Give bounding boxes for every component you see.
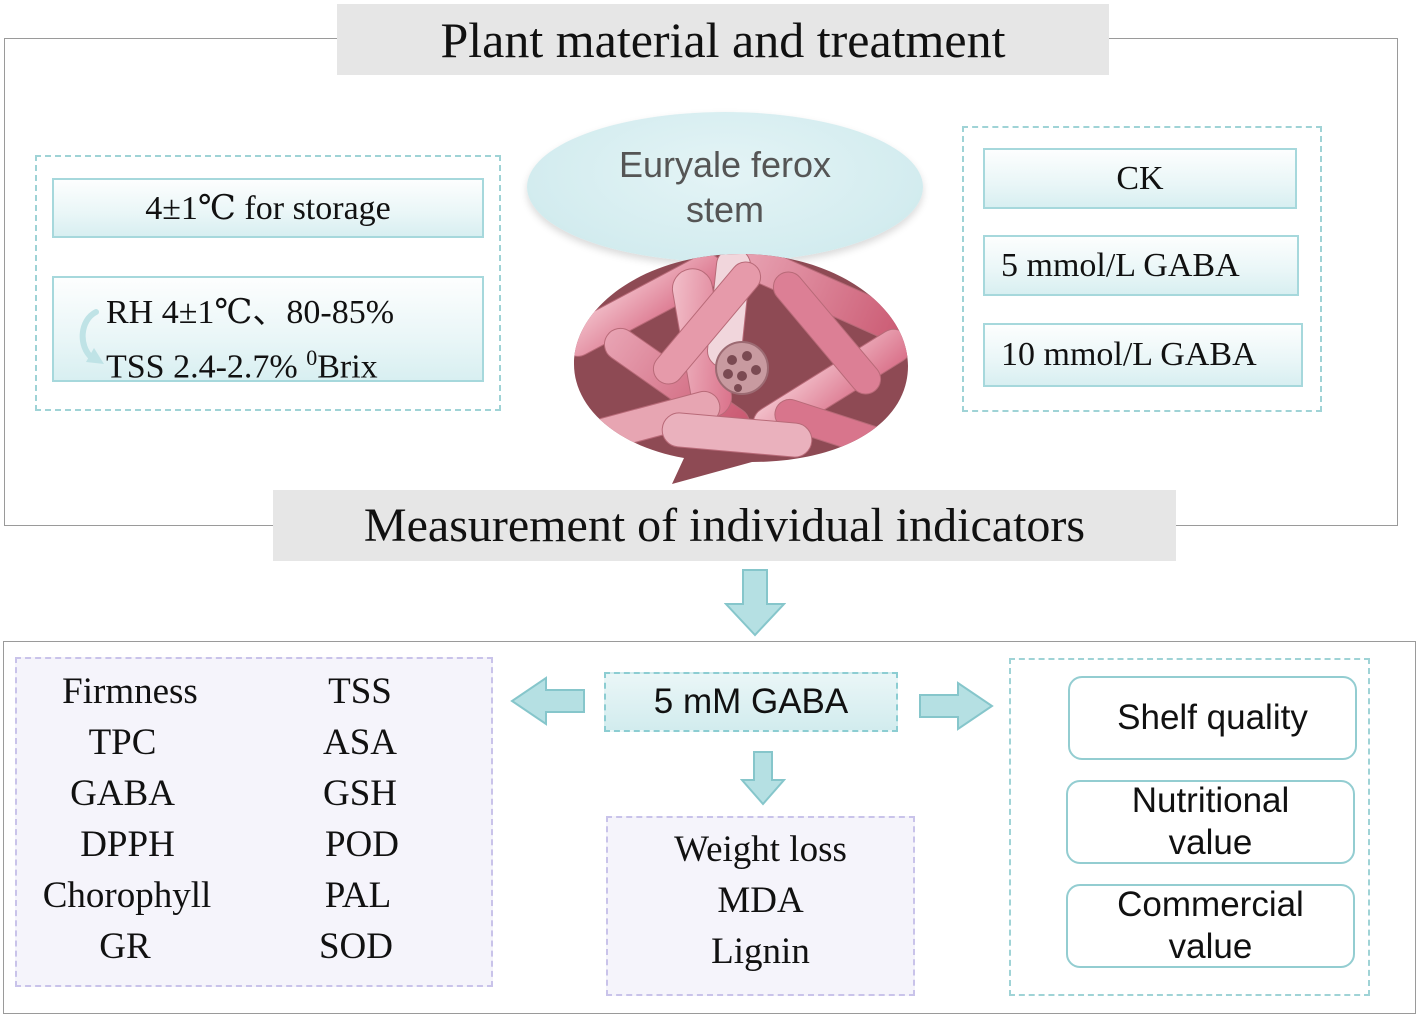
outcome-commercial-line-2: value [1168, 927, 1253, 966]
outcome-nutritional-line-2: value [1168, 823, 1253, 862]
indicator-group-bottom [606, 816, 915, 996]
treatment-ck-text: CK [1116, 159, 1164, 197]
down-arrow-icon [724, 569, 786, 637]
outcome-commercial-line-1: Commercial [1117, 885, 1304, 924]
conditions-box: RH 4±1℃、80-85% TSS 2.4-2.7% 0Brix [52, 276, 484, 385]
conditions-line-2-suffix: Brix [317, 348, 378, 386]
indicator-tss: TSS [328, 671, 392, 712]
indicator-weight-loss: Weight loss [674, 829, 847, 870]
conditions-line-2-sup: 0 [306, 345, 318, 370]
section1-title-text: Plant material and treatment [440, 11, 1006, 68]
outcome-shelf-quality: Shelf quality [1068, 676, 1357, 760]
indicator-pod: POD [324, 824, 400, 865]
indicator-gr: GR [99, 926, 151, 967]
outcome-group [1009, 658, 1370, 996]
treatment-10mmol: 10 mmol/L GABA [983, 323, 1303, 387]
material-line-2: stem [685, 189, 764, 230]
storage-box: 4±1℃ for storage [52, 178, 484, 238]
treatment-group [962, 126, 1322, 412]
section2-title: Measurement of individual indicators [273, 490, 1176, 561]
section1-title: Plant material and treatment [337, 4, 1109, 75]
indicator-dpph: DPPH [80, 824, 175, 865]
indicator-lignin: Lignin [711, 931, 810, 972]
treatment-ck: CK [983, 148, 1297, 209]
euryale-stem-photo [574, 254, 908, 484]
treatment-5mmol: 5 mmol/L GABA [983, 235, 1299, 296]
outcome-commercial-value: Commercial value [1066, 884, 1355, 968]
indicator-gsh: GSH [322, 773, 398, 814]
section2-title-text: Measurement of individual indicators [363, 499, 1086, 552]
section2-frame [3, 641, 1416, 1014]
treatment-5mmol-text: 5 mmol/L GABA [1001, 246, 1240, 284]
indicator-mda: MDA [717, 880, 804, 921]
outcome-shelf-quality-line-1: Shelf quality [1117, 698, 1308, 737]
material-bubble: Euryale ferox stem [527, 112, 923, 262]
indicator-chorophyll: Chorophyll [42, 875, 212, 916]
outcome-nutritional-line-1: Nutritional [1131, 781, 1290, 820]
material-line-1: Euryale ferox [618, 144, 832, 185]
center-label-text: 5 mM GABA [653, 682, 849, 721]
conditions-line-1: RH 4±1℃、80-85% [106, 294, 395, 331]
outcome-nutritional-value: Nutritional value [1066, 780, 1355, 864]
indicator-firmness: Firmness [62, 671, 198, 712]
treatment-10mmol-text: 10 mmol/L GABA [1001, 336, 1257, 373]
indicator-group-left [15, 657, 493, 987]
indicator-asa: ASA [322, 722, 398, 763]
indicator-pal: PAL [324, 875, 392, 916]
storage-group [35, 155, 501, 411]
conditions-line-2: TSS 2.4-2.7% 0Brix [106, 335, 394, 389]
indicator-tpc: TPC [88, 722, 157, 763]
conditions-line-2-prefix: TSS 2.4-2.7% [106, 348, 307, 386]
down-arrow-small-icon [740, 751, 786, 806]
left-arrow-icon [510, 676, 585, 726]
indicator-sod: SOD [318, 926, 394, 967]
right-arrow-icon [919, 681, 994, 731]
storage-text: 4±1℃ for storage [145, 190, 391, 227]
center-label-box: 5 mM GABA [604, 672, 898, 732]
indicator-gaba: GABA [70, 773, 175, 814]
cycle-arrow-icon [79, 309, 104, 364]
conditions-lines: RH 4±1℃、80-85% TSS 2.4-2.7% 0Brix [106, 290, 394, 389]
